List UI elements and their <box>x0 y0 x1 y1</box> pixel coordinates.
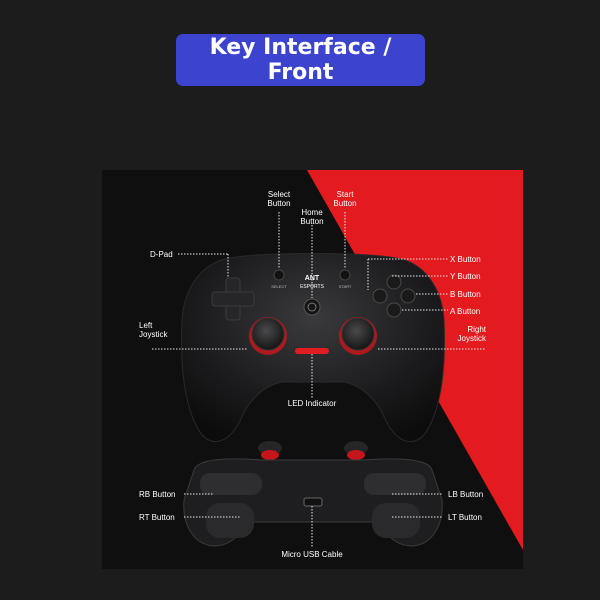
rt-trigger <box>206 503 254 538</box>
face-buttons <box>372 274 416 318</box>
label-a-button: A Button <box>450 307 481 316</box>
right-joystick <box>341 317 375 351</box>
label-micro-usb-cable: Micro USB Cable <box>281 550 343 559</box>
rb-bumper <box>200 473 262 495</box>
controller-illustration: SELECT START ANT ESPORTS <box>102 170 523 569</box>
title-badge: Key Interface / Front <box>176 34 425 86</box>
brand-line-1: ANT <box>305 275 320 282</box>
usb-port <box>303 497 323 507</box>
start-mark: START <box>339 284 352 289</box>
label-start-button: Start Button <box>333 190 357 208</box>
product-image-panel: SELECT START ANT ESPORTS <box>102 170 523 569</box>
label-b-button: B Button <box>450 290 481 299</box>
select-mark: SELECT <box>271 284 287 289</box>
brand-line-2: ESPORTS <box>300 284 324 290</box>
label-right-joystick: Right Joystick <box>457 325 486 343</box>
led-indicator-bar <box>295 348 329 354</box>
lb-bumper <box>364 473 426 495</box>
controller-front: SELECT START ANT ESPORTS <box>181 253 445 442</box>
label-y-button: Y Button <box>450 272 481 281</box>
label-select-button: Select Button <box>267 190 291 208</box>
label-rb-button: RB Button <box>139 490 176 499</box>
label-left-joystick: Left Joystick <box>139 321 168 339</box>
select-button-shape <box>273 269 285 281</box>
label-home-button: Home Button <box>300 208 324 226</box>
title-line-1: Key Interface / <box>209 35 392 60</box>
label-lb-button: LB Button <box>448 490 484 499</box>
left-stick-top-red <box>261 450 279 460</box>
dpad <box>211 277 255 321</box>
right-stick-top-red <box>347 450 365 460</box>
start-button-shape <box>339 269 351 281</box>
controller-top-view <box>183 441 443 547</box>
label-x-button: X Button <box>450 255 481 264</box>
title-line-2: Front <box>267 60 334 85</box>
label-led-indicator: LED Indicator <box>287 399 337 408</box>
lt-trigger <box>372 503 420 538</box>
home-button-shape <box>303 298 321 316</box>
label-d-pad: D-Pad <box>150 250 173 259</box>
leader-lines <box>152 212 485 548</box>
label-rt-button: RT Button <box>139 513 175 522</box>
label-lt-button: LT Button <box>448 513 482 522</box>
left-joystick <box>251 317 285 351</box>
